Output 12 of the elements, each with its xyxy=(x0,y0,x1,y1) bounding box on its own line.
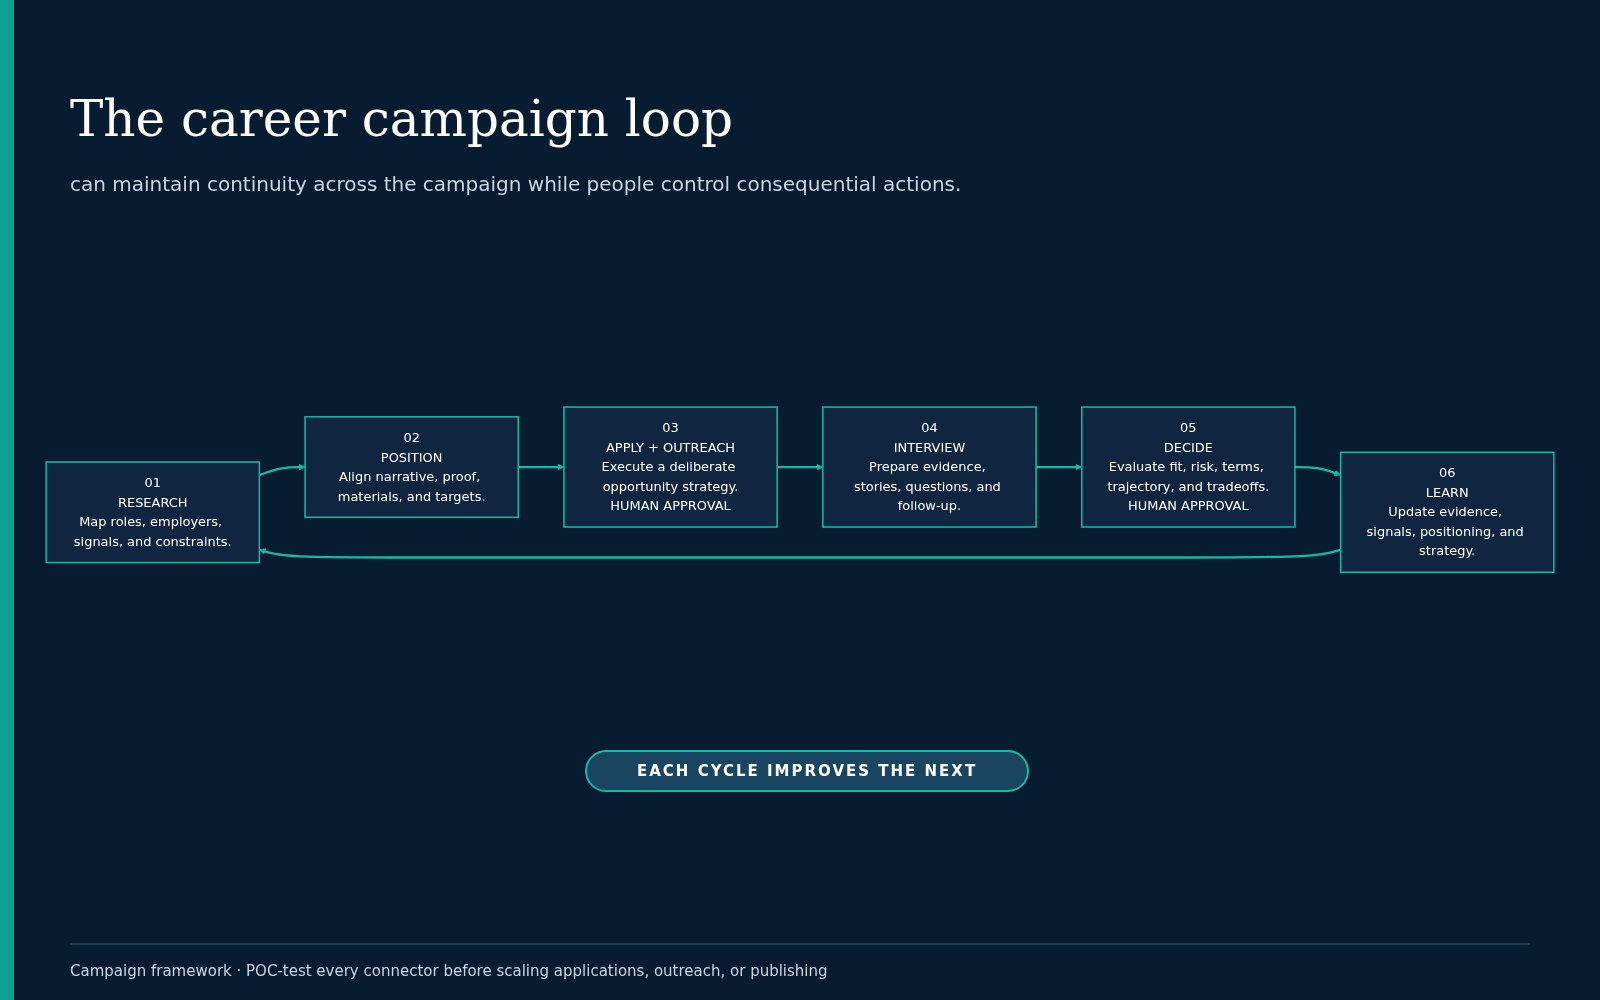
footer-note: Campaign framework · POC-test every connector before scaling applications, outreach, or publishing xyxy=(70,962,828,980)
arrow xyxy=(259,548,1341,559)
arrow xyxy=(1294,466,1341,477)
node-box: 04 INTERVIEW Prepare evidence, stories, questions, and follow-up. xyxy=(822,406,1037,529)
node-box: 06 LEARN Update evidence, signals, positioning, and strategy. xyxy=(1339,451,1555,574)
cycle-note-badge: EACH CYCLE IMPROVES THE NEXT xyxy=(585,750,1030,792)
node-box: 05 DECIDE Evaluate fit, risk, terms, trajectory, and tradeoffs. HUMAN APPROVAL xyxy=(1081,406,1296,529)
title: The career campaign loop xyxy=(70,90,734,148)
node-box: 02 POSITION Align narrative, proof, materials, and targets. xyxy=(304,416,519,519)
node-box: 03 APPLY + OUTREACH Execute a deliberate opportunity strategy. HUMAN APPROVAL xyxy=(563,406,778,529)
subtitle: can maintain continuity across the campaign while people control consequential actions. xyxy=(70,172,962,196)
node-box: 01 RESEARCH Map roles, employers, signals, and constraints. xyxy=(45,461,261,564)
